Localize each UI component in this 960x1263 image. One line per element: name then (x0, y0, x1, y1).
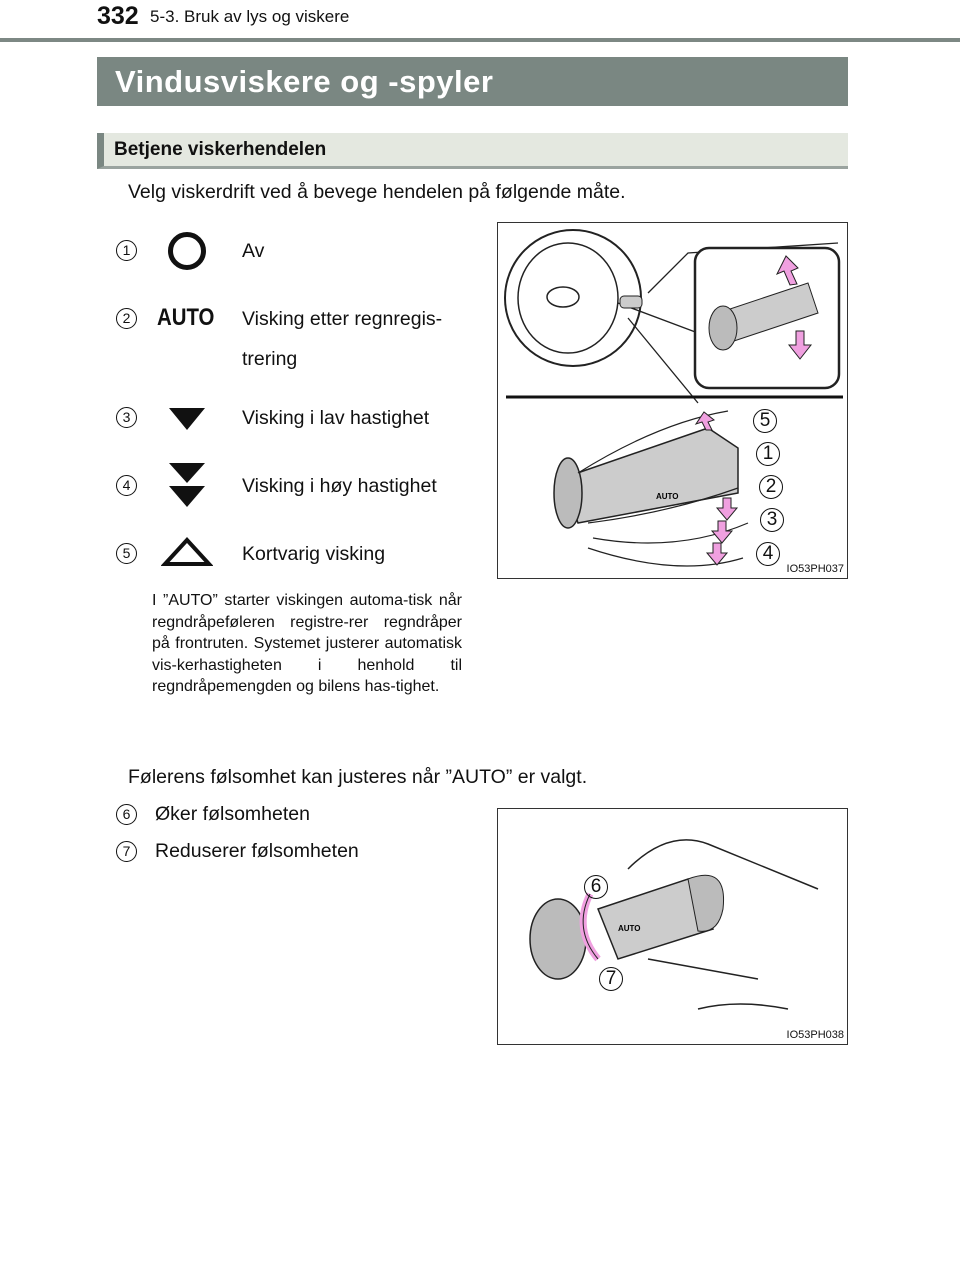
sensitivity-item: Øker følsomheten (155, 803, 310, 825)
sensitivity-intro: Følerens følsomhet kan justeres når ”AUT… (128, 766, 588, 788)
auto-marking: AUTO (656, 492, 679, 501)
callout-5: 5 (753, 409, 777, 433)
single-down-triangle-icon (169, 408, 205, 430)
callout-1: 1 (756, 442, 780, 466)
auto-marking: AUTO (618, 924, 641, 933)
callout-6: 6 (584, 875, 608, 899)
figure-code: IO53PH037 (786, 563, 844, 575)
page-number: 332 (97, 2, 139, 30)
callout-2: 2 (759, 475, 783, 499)
figure-code: IO53PH038 (786, 1029, 844, 1041)
wiper-lever-drawing: AUTO (504, 229, 843, 567)
callout-3: 3 (760, 508, 784, 532)
sensitivity-dial-illustration: AUTO 6 7 IO53PH038 (497, 808, 848, 1045)
header-divider (0, 38, 960, 42)
mode-label-cont: trering (242, 348, 298, 370)
mode-label: Kortvarig visking (242, 543, 386, 565)
callout-number: 4 (116, 475, 137, 496)
section-title: Betjene viskerhendelen (97, 133, 848, 169)
page-title: Vindusviskere og -spyler (97, 57, 848, 106)
sensitivity-dial-drawing: AUTO (529, 839, 819, 1010)
callout-number: 7 (116, 841, 137, 862)
callout-number: 6 (116, 804, 137, 825)
mode-label: Visking i lav hastighet (242, 407, 430, 429)
wiper-lever-illustration: AUTO 5 1 2 3 4 IO53PH037 (497, 222, 848, 579)
mode-label: Av (242, 240, 265, 262)
section-intro: Velg viskerdrift ved å bevege hendelen p… (128, 181, 626, 203)
auto-note: I ”AUTO” starter viskingen automa-tisk n… (152, 592, 462, 695)
circle-off-icon (168, 232, 206, 270)
callout-number: 1 (116, 240, 137, 261)
callout-number: 3 (116, 407, 137, 428)
callout-7: 7 (599, 967, 623, 991)
mode-label: Visking i høy hastighet (242, 475, 437, 497)
callout-4: 4 (756, 542, 780, 566)
sensitivity-item: Reduserer følsomheten (155, 840, 359, 862)
up-triangle-outline-icon (161, 537, 213, 566)
callout-number: 5 (116, 543, 137, 564)
chapter-heading: 5-3. Bruk av lys og viskere (150, 7, 350, 26)
auto-icon: AUTO (157, 304, 215, 331)
mode-label: Visking etter regnregis- (242, 308, 443, 330)
double-down-triangle-icon (169, 463, 205, 507)
callout-number: 2 (116, 308, 137, 329)
